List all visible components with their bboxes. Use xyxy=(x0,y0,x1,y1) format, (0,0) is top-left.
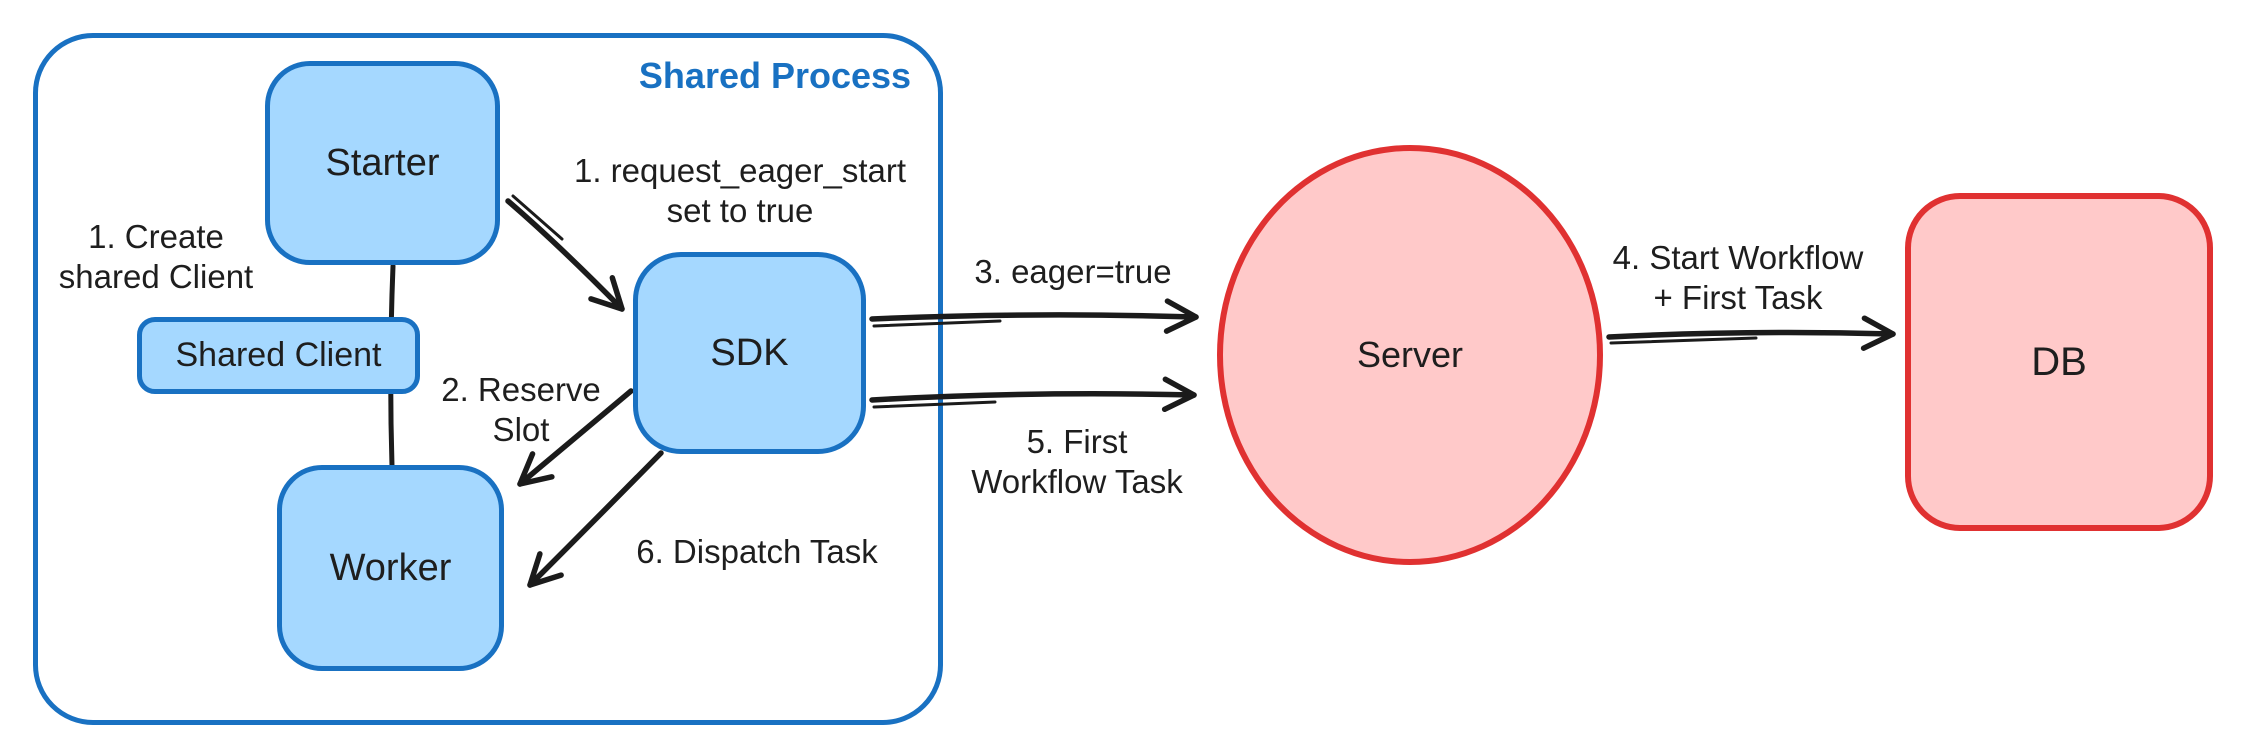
annotation-line: shared Client xyxy=(58,258,254,295)
sdk-node: SDK xyxy=(633,252,866,454)
annotation-line: set to true xyxy=(666,192,814,229)
annotation-create-shared-client: 1. Create shared Client xyxy=(59,217,253,298)
annotation-line: Slot xyxy=(492,411,550,448)
arrow-sdk-to-worker-reserve xyxy=(517,388,634,487)
server-label: Server xyxy=(1356,334,1464,375)
annotation-line: 3. eager=true xyxy=(974,252,1172,290)
worker-label: Worker xyxy=(329,546,452,589)
annotation-line: 4. Start Workflow xyxy=(1612,238,1864,276)
annotation-line: 2. Reserve xyxy=(441,370,601,408)
annotation-line: 1. Create xyxy=(88,217,224,255)
shared-client-label: Shared Client xyxy=(175,336,382,374)
annotation-first-workflow-task: 5. First Workflow Task xyxy=(971,422,1183,503)
worker-node: Worker xyxy=(277,465,504,671)
shared-process-label: Shared Process xyxy=(638,55,912,96)
arrow-sdk-to-server-first-wft xyxy=(869,376,1197,413)
arrow-starter-to-sdk xyxy=(505,198,625,312)
annotation-line: 1. request_eager_start xyxy=(573,151,907,189)
arrow-sdk-to-worker-dispatch xyxy=(527,450,664,588)
annotation-dispatch-task: 6. Dispatch Task xyxy=(636,532,878,572)
annotation-reserve-slot: 2. Reserve Slot xyxy=(441,370,601,451)
annotation-line: 6. Dispatch Task xyxy=(636,532,878,570)
arrow-server-to-db xyxy=(1606,315,1896,351)
arrow-starter-to-sdk-sketch-stroke xyxy=(511,194,564,241)
starter-label: Starter xyxy=(325,141,440,184)
annotation-request-eager-start: 1. request_eager_start set to true xyxy=(574,151,906,232)
server-node: Server xyxy=(1217,145,1603,565)
arrow-server-to-db-sketch-stroke xyxy=(1609,336,1758,345)
arrow-sdk-to-server-eager xyxy=(869,298,1199,334)
annotation-line: + First Task xyxy=(1653,279,1823,316)
db-node: DB xyxy=(1905,193,2213,531)
annotation-eager-true: 3. eager=true xyxy=(974,252,1171,292)
annotation-line: Workflow Task xyxy=(971,463,1183,500)
sdk-label: SDK xyxy=(710,331,789,374)
arrow-first-wft-sketch-stroke xyxy=(872,400,997,409)
starter-node: Starter xyxy=(265,61,500,265)
annotation-start-workflow: 4. Start Workflow + First Task xyxy=(1613,238,1864,319)
shared-process-group-box xyxy=(33,33,943,725)
db-label: DB xyxy=(2031,339,2087,384)
shared-client-node: Shared Client xyxy=(137,317,420,394)
arrow-eager-sketch-stroke xyxy=(872,319,1002,328)
annotation-line: 5. First xyxy=(1026,422,1128,460)
